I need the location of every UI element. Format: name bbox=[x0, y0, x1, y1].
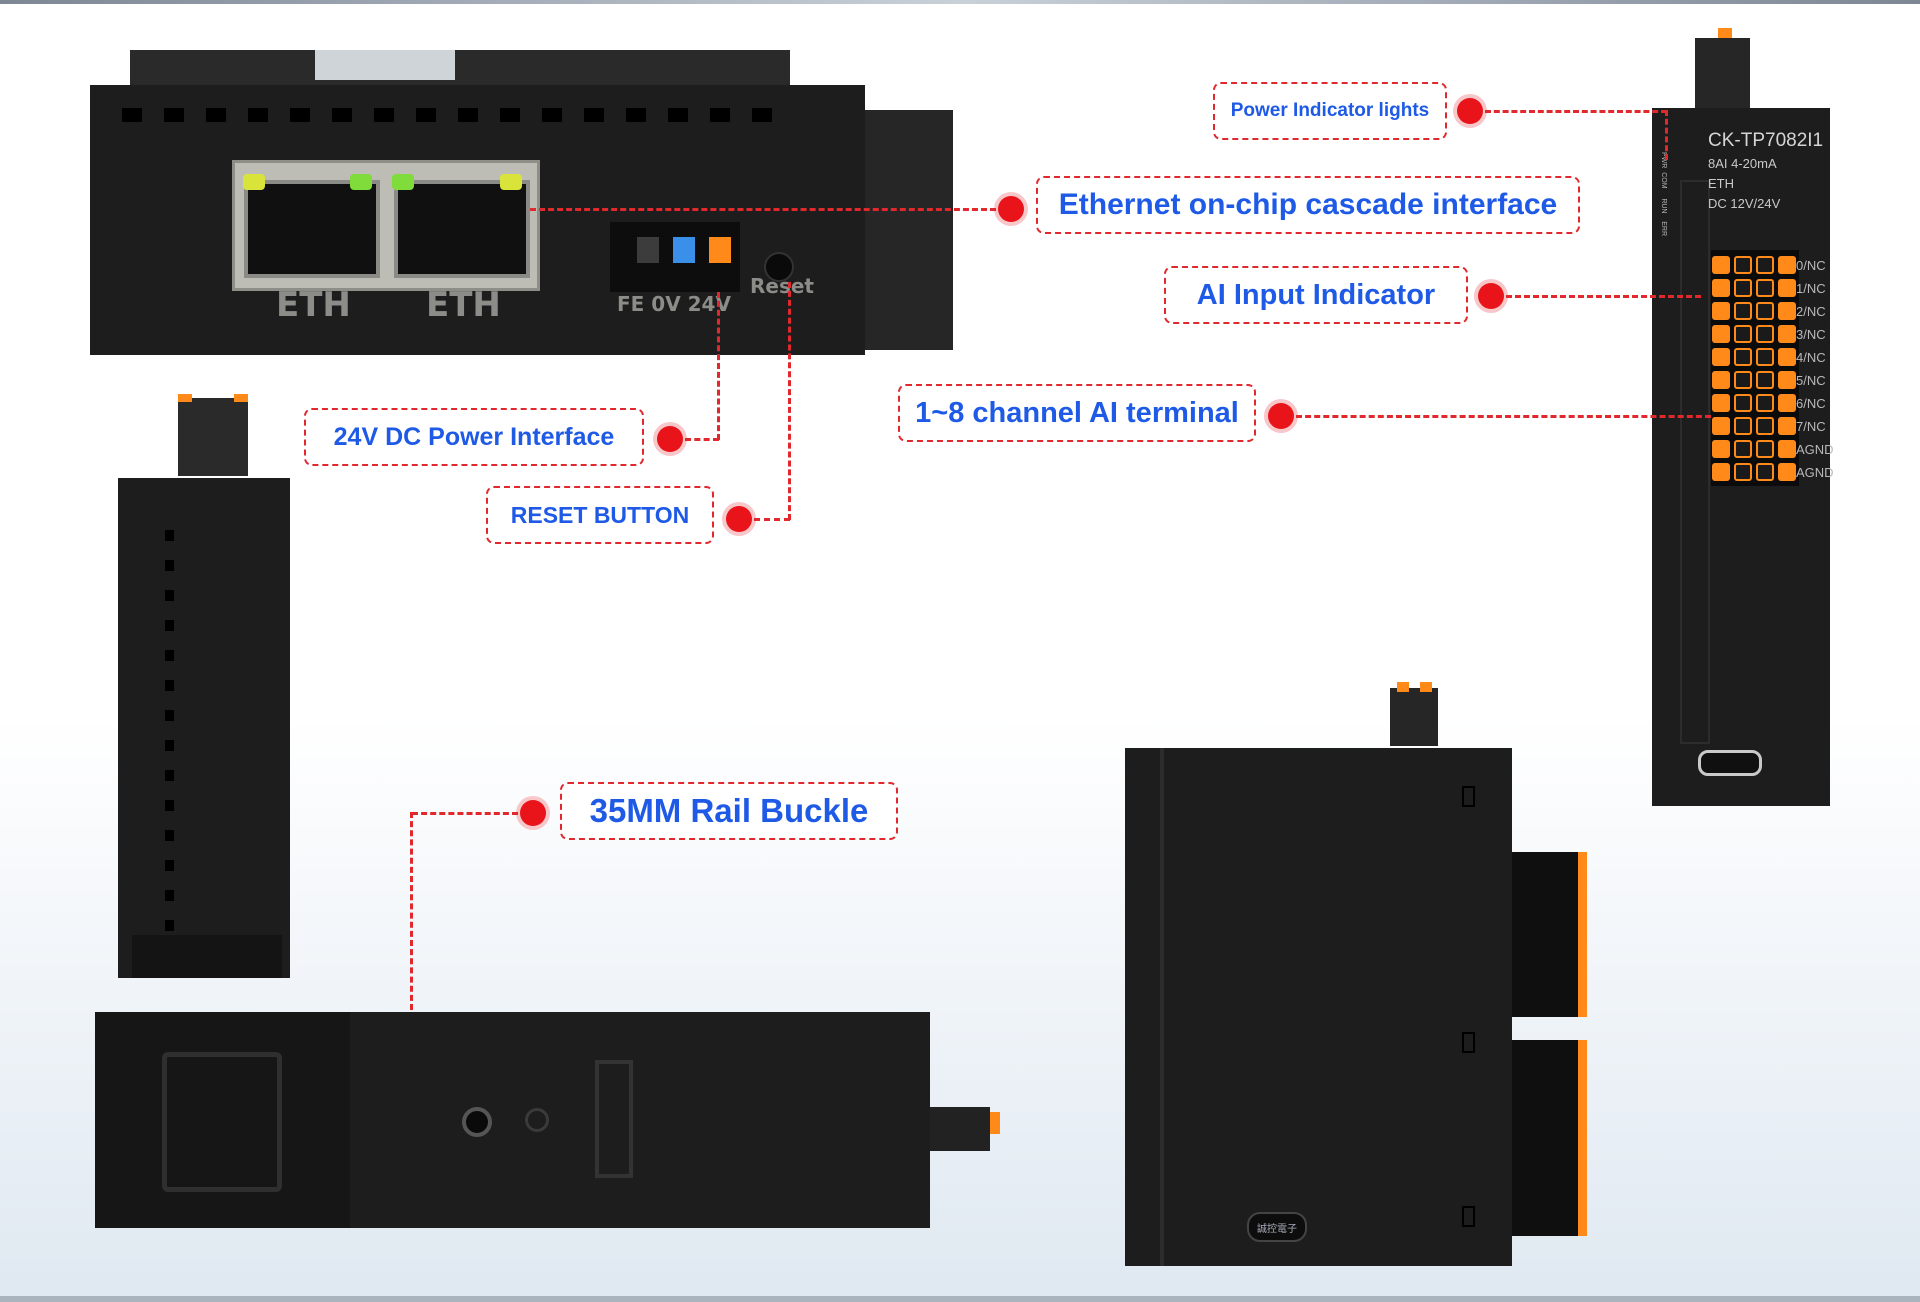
module-spec-line1: 8AI 4-20mA bbox=[1708, 156, 1777, 171]
callout-dot-icon bbox=[998, 196, 1024, 222]
channel-label: 0/NC bbox=[1796, 258, 1826, 273]
channel-label: 5/NC bbox=[1796, 373, 1826, 388]
callout-leader bbox=[717, 292, 720, 440]
terminal-fe[interactable] bbox=[637, 237, 659, 263]
ethernet-port-left[interactable] bbox=[244, 180, 380, 278]
module-body bbox=[118, 478, 290, 978]
reset-button[interactable] bbox=[764, 252, 794, 282]
brand-badge: 誠控電子 bbox=[1247, 1212, 1307, 1242]
channel-label: 1/NC bbox=[1796, 281, 1826, 296]
callout-leader bbox=[1665, 110, 1668, 160]
plug-latch-icon bbox=[234, 394, 248, 402]
power-terminal-label: FE 0V 24V bbox=[617, 292, 731, 316]
terminal-latch-strip bbox=[1578, 852, 1587, 1017]
callout-leader bbox=[1296, 415, 1711, 418]
plug-latch-icon bbox=[1397, 682, 1409, 692]
module-spec-line3: DC 12V/24V bbox=[1708, 196, 1781, 211]
callout-leader bbox=[412, 812, 518, 815]
eth-led-icon bbox=[243, 174, 265, 190]
module-spec-line2: ETH bbox=[1708, 176, 1734, 191]
side-terminal-block-lower bbox=[1512, 1040, 1587, 1236]
callout-dc-power: 24V DC Power Interface bbox=[304, 408, 644, 466]
channel-label: 3/NC bbox=[1796, 327, 1826, 342]
callout-leader bbox=[410, 812, 413, 1010]
module-model: CK-TP7082I1 bbox=[1708, 130, 1824, 151]
eth-port-label: ETH bbox=[276, 285, 351, 325]
device-side-connector bbox=[865, 110, 953, 350]
eth-led-icon bbox=[392, 174, 414, 190]
side-slot bbox=[1462, 786, 1475, 807]
channel-label: 2/NC bbox=[1796, 304, 1826, 319]
reset-label: Reset bbox=[750, 274, 814, 298]
terminal-24v[interactable] bbox=[709, 237, 731, 263]
channel-label: 4/NC bbox=[1796, 350, 1826, 365]
eth-led-icon bbox=[500, 174, 522, 190]
side-terminal-block-upper bbox=[1512, 852, 1587, 1017]
module-top-plug bbox=[178, 398, 248, 476]
channel-label: 7/NC bbox=[1796, 419, 1826, 434]
eth-led-icon bbox=[350, 174, 372, 190]
side-top-plug bbox=[1390, 688, 1438, 746]
channel-label: AGND bbox=[1796, 442, 1834, 457]
callout-leader bbox=[754, 518, 790, 521]
top-border bbox=[0, 0, 1920, 4]
usb-c-port[interactable] bbox=[1698, 750, 1762, 776]
device-top-edge bbox=[130, 50, 790, 90]
callout-power-indicator: Power Indicator lights bbox=[1213, 82, 1447, 140]
plug-latch-icon bbox=[1420, 682, 1432, 692]
callout-reset-button: RESET BUTTON bbox=[486, 486, 714, 544]
mount-hole-icon bbox=[462, 1107, 492, 1137]
rail-side-plug bbox=[930, 1107, 990, 1151]
plug-latch-icon bbox=[1718, 28, 1732, 38]
device-label-window bbox=[315, 50, 455, 80]
callout-rail-buckle: 35MM Rail Buckle bbox=[560, 782, 898, 840]
module-foot bbox=[132, 935, 282, 978]
rail-clip-section bbox=[95, 1012, 350, 1228]
rail-buckle-icon bbox=[162, 1052, 282, 1192]
module-front-rail bbox=[1680, 180, 1710, 744]
side-slot bbox=[1462, 1206, 1475, 1227]
module-top-plug bbox=[1695, 38, 1750, 110]
callout-dot-icon bbox=[1478, 283, 1504, 309]
callout-leader bbox=[1485, 110, 1667, 113]
callout-dot-icon bbox=[1268, 403, 1294, 429]
status-led-labels: PWR COM RUN ERR bbox=[1660, 152, 1667, 237]
bottom-border bbox=[0, 1296, 1920, 1302]
screw-icon bbox=[525, 1108, 549, 1132]
plug-latch-icon bbox=[178, 394, 192, 402]
callout-dot-icon bbox=[520, 800, 546, 826]
ethernet-port-right[interactable] bbox=[394, 180, 530, 278]
side-groove bbox=[1160, 748, 1164, 1266]
side-slot bbox=[1462, 1032, 1475, 1053]
rail-slot bbox=[595, 1060, 633, 1178]
callout-leader bbox=[530, 208, 996, 211]
callout-ai-terminal: 1~8 channel AI terminal bbox=[898, 384, 1256, 442]
channel-label: 6/NC bbox=[1796, 396, 1826, 411]
terminal-0v[interactable] bbox=[673, 237, 695, 263]
callout-ethernet-cascade: Ethernet on-chip cascade interface bbox=[1036, 176, 1580, 234]
channel-label: AGND bbox=[1796, 465, 1834, 480]
callout-dot-icon bbox=[657, 426, 683, 452]
eth-port-label: ETH bbox=[426, 285, 501, 325]
callout-leader bbox=[685, 438, 719, 441]
callout-dot-icon bbox=[1457, 98, 1483, 124]
plug-latch-icon bbox=[990, 1112, 1000, 1134]
side-body bbox=[1125, 748, 1512, 1266]
terminal-latch-strip bbox=[1578, 1040, 1587, 1236]
callout-dot-icon bbox=[726, 506, 752, 532]
callout-leader bbox=[788, 282, 791, 520]
callout-ai-indicator: AI Input Indicator bbox=[1164, 266, 1468, 324]
callout-leader bbox=[1506, 295, 1701, 298]
